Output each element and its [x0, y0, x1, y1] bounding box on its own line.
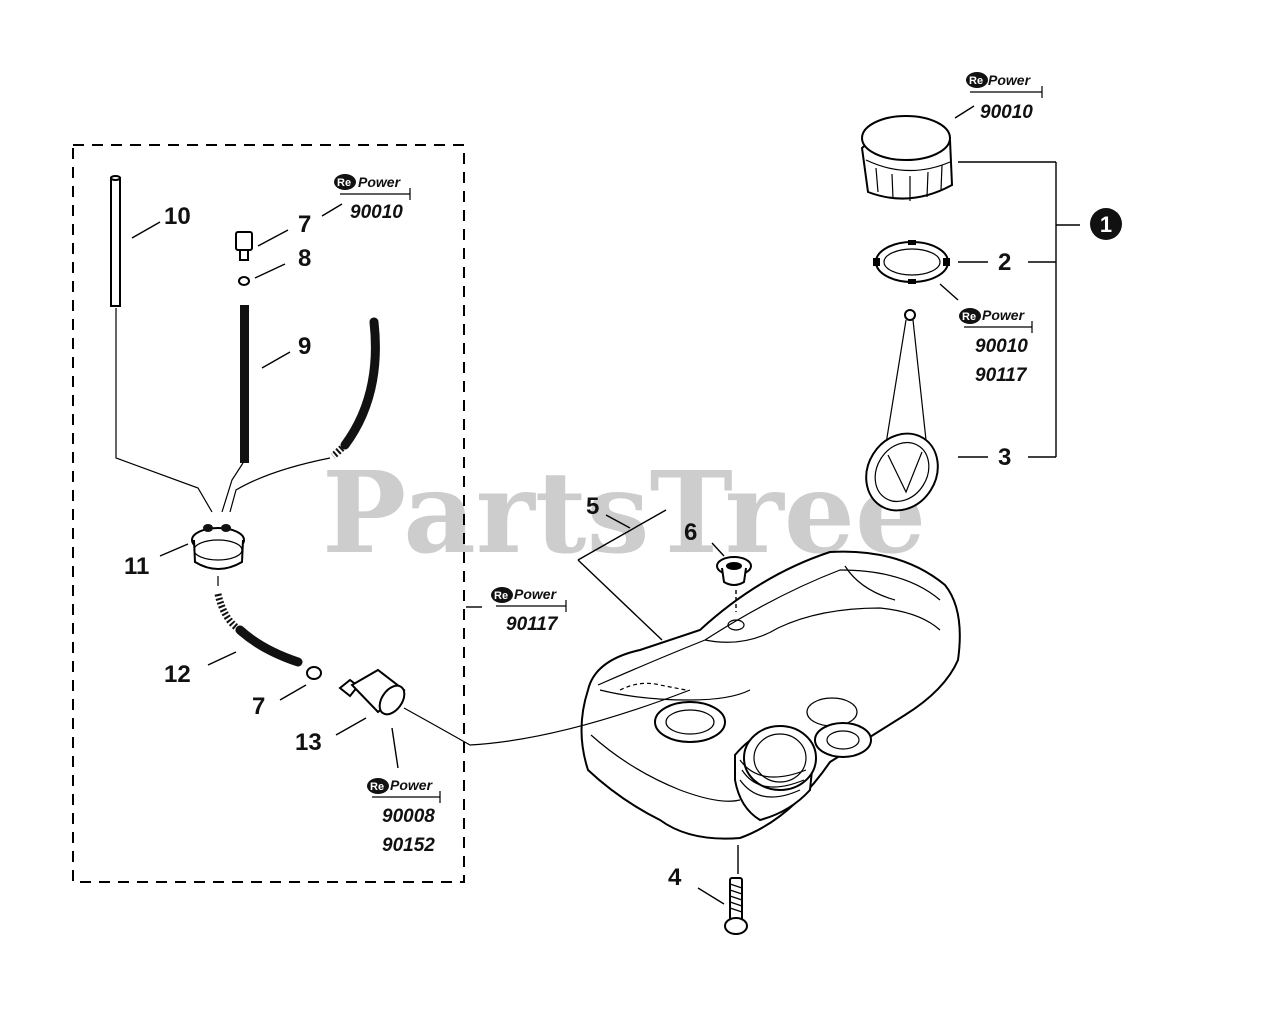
line-fitting-part[interactable] [235, 231, 253, 261]
kit-code-filter-0: 90008 [382, 806, 435, 827]
repower-logo-filter: Re Power [367, 777, 441, 803]
repower-logo-gasket: Re Power [959, 307, 1033, 333]
fuel-line-curved-part[interactable] [330, 317, 380, 459]
callout-1-badge [1090, 208, 1122, 240]
fuel-line-straight-part[interactable] [240, 305, 249, 463]
kit-code-cap-0: 90010 [980, 102, 1033, 123]
svg-text:Power: Power [514, 586, 558, 602]
callout-5: 5 [586, 493, 599, 520]
kit-code-tank-0: 90117 [506, 614, 559, 635]
repower-logo-kit: Re Power [334, 174, 411, 200]
callout-6: 6 [684, 519, 697, 546]
tank-grommet-part[interactable] [191, 524, 245, 570]
callout-10: 10 [164, 203, 191, 230]
fuel-filter-part[interactable] [338, 668, 409, 719]
callout-12: 12 [164, 661, 191, 688]
cap-gasket-part[interactable] [873, 240, 950, 284]
tether-strap-part[interactable] [852, 309, 952, 524]
fuel-tank-part[interactable] [580, 550, 961, 840]
callout-1: 1 [1100, 212, 1112, 237]
kit-code-gasket-1: 90117 [975, 365, 1028, 386]
fuel-cap-part[interactable] [860, 115, 954, 201]
svg-text:Power: Power [988, 72, 1032, 88]
repower-logo-cap: Re Power [966, 72, 1043, 98]
svg-text:Power: Power [390, 777, 434, 793]
kit-code-filter-1: 90152 [382, 835, 435, 856]
svg-text:Re: Re [370, 781, 384, 793]
kit-code-kit-0: 90010 [350, 202, 403, 223]
svg-text:Re: Re [494, 590, 508, 602]
svg-text:Re: Re [337, 177, 351, 189]
callout-7-top: 7 [298, 211, 311, 238]
svg-text:Power: Power [982, 307, 1026, 323]
grommet-part[interactable] [716, 556, 752, 586]
svg-text:Power: Power [358, 174, 402, 190]
svg-text:Re: Re [962, 311, 976, 323]
callout-11: 11 [124, 553, 149, 580]
callout-8: 8 [298, 245, 311, 272]
fuel-line-lower-part[interactable] [214, 593, 303, 667]
repower-logo-tank: Re Power [491, 586, 567, 612]
callout-4: 4 [668, 864, 682, 891]
callout-3: 3 [998, 444, 1011, 471]
screw-part[interactable] [724, 877, 748, 935]
o-ring-part[interactable] [238, 276, 250, 286]
fuel-line-kit-box [72, 144, 465, 883]
callout-2: 2 [998, 249, 1011, 276]
kit-code-gasket-0: 90010 [975, 336, 1028, 357]
callout-13: 13 [295, 729, 322, 756]
callout-7-bottom: 7 [252, 693, 265, 720]
callout-9: 9 [298, 333, 311, 360]
svg-text:Re: Re [969, 75, 983, 87]
rigid-tube-part[interactable] [110, 175, 121, 307]
o-ring-lower-part[interactable] [306, 666, 322, 680]
